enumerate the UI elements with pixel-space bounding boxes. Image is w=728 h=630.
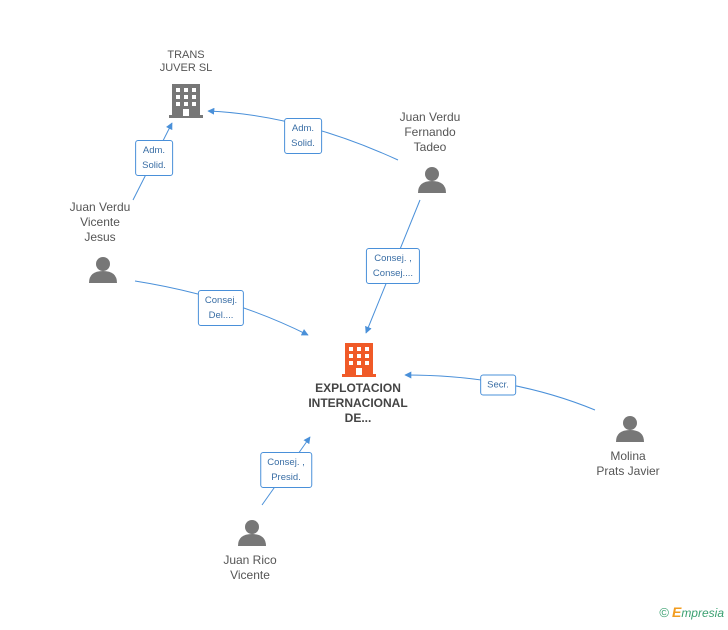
edge-label-adm-solid-fernando[interactable]: Adm. Solid. [284,118,322,154]
copyright-symbol: © [659,605,669,620]
brand-initial: E [671,604,682,620]
node-label-juan-verdu-fernando[interactable]: Juan Verdu Fernando Tadeo [399,110,461,154]
node-label-molina[interactable]: Molina Prats Javier [596,449,660,478]
person-icon[interactable] [238,520,266,546]
person-icon[interactable] [418,167,446,193]
empresia-watermark: ©Empresia [659,604,724,620]
node-label-trans-juver[interactable]: TRANS JUVER SL [159,49,213,74]
person-icon[interactable] [616,416,644,442]
edge-label-adm-solid-vicente[interactable]: Adm. Solid. [135,140,173,176]
building-icon[interactable] [169,84,203,118]
edge-label-consej-consej[interactable]: Consej. , Consej.... [365,248,421,284]
node-label-juan-verdu-vicente[interactable]: Juan Verdu Vicente Jesus [69,200,131,244]
main-building-icon[interactable] [342,343,376,377]
node-label-explotacion[interactable]: EXPLOTACION INTERNACIONAL DE... [308,381,408,425]
brand-name: mpresia [681,606,724,620]
node-label-juan-rico[interactable]: Juan Rico Vicente [223,553,277,582]
edge-label-consej-del[interactable]: Consej. Del.... [197,290,245,326]
edge-label-secr[interactable]: Secr. [480,374,516,396]
person-icon[interactable] [89,257,117,283]
edge-label-consej-presid[interactable]: Consej. , Presid. [260,452,312,488]
